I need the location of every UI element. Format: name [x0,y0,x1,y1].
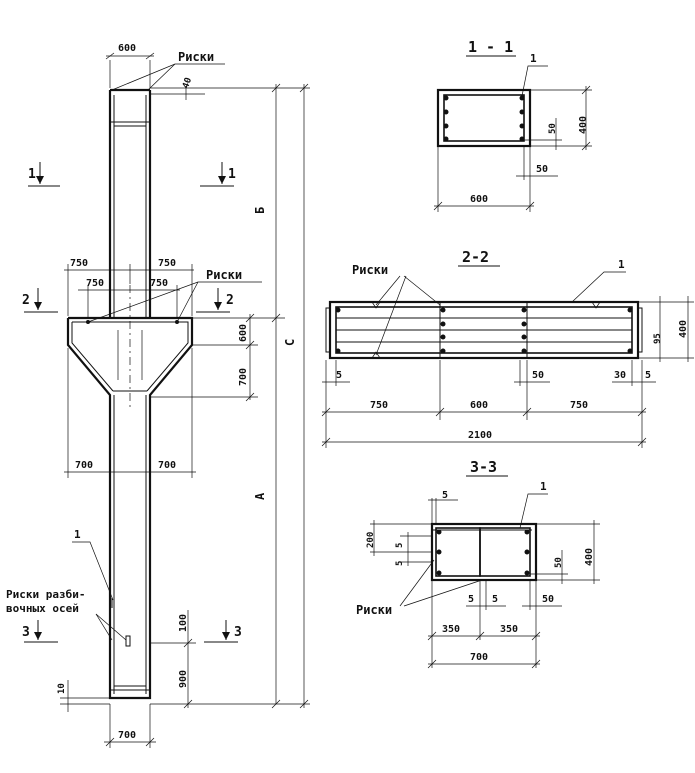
section-3-3: 3-3 1 5 200 5 5 400 50 [356,458,600,669]
dim-haunch-700: 700 [238,368,249,386]
svg-text:2: 2 [22,293,30,308]
section-2-2-dim-50: 50 [532,370,544,381]
dim-bottom-left-700: 700 [75,460,93,471]
section-1-1: 1 - 1 1 400 50 50 600 [433,38,592,212]
section-1-1-rebars [443,95,525,142]
section-1-1-dim-50b: 50 [536,164,548,175]
dim-bottom-900: 900 [178,670,189,688]
section-2-2-rebars [335,307,633,354]
section-2-2-title: 2-2 [462,248,489,266]
section-2-2-dim-750-right: 750 [570,400,588,411]
section-2-2-dim-5-left: 5 [336,370,342,381]
section-1-1-leader: 1 [530,52,537,65]
section-3-3-dim-200: 200 [366,532,376,548]
section-2-2-dim-height: 400 [678,320,689,338]
section-2-2-leader: 1 [618,258,625,271]
section-2-2-dim-95: 95 [653,333,663,344]
section-mark-1-right: 1 [200,162,236,187]
dim-top-width: 600 [118,43,136,54]
section-1-1-title: 1 - 1 [468,38,513,56]
section-2-2-riski: Риски [352,263,388,277]
section-3-3-dim-5-v2: 5 [395,561,405,566]
svg-text:2: 2 [226,293,234,308]
dim-inner-right-750: 750 [150,278,168,289]
section-2-2-dim-5-right: 5 [645,370,651,381]
section-mark-3-left: 3 [22,620,58,643]
column-elevation: 600 Риски 40 Б С А 750 750 750 750 [6,43,310,748]
section-1-1-dim-50a: 50 [548,123,558,134]
dim-bottom-10: 10 [57,683,67,694]
section-mark-3-right: 3 [204,620,242,643]
dim-b: Б [253,207,267,214]
section-2-2-dim-30: 30 [614,370,626,381]
section-1-1-dim-width: 600 [470,194,488,205]
section-3-3-dim-5-top: 5 [442,490,448,501]
section-3-3-dim-5-b2: 5 [492,594,498,605]
svg-text:3: 3 [22,625,30,640]
section-3-3-title: 3-3 [470,458,497,476]
label-riski-top: Риски [178,50,214,64]
section-mark-1-left: 1 [28,162,60,187]
dim-riski-100: 100 [178,614,189,632]
dim-a: А [253,492,267,500]
section-2-2-dim-750-left: 750 [370,400,388,411]
section-3-3-leader: 1 [540,480,547,493]
section-3-3-dim-5-v1: 5 [395,543,405,548]
dim-right-750: 750 [158,258,176,269]
dim-bottom-right-700: 700 [158,460,176,471]
leader-1-elevation: 1 [74,528,81,541]
label-riski-mid: Риски [206,268,242,282]
dim-inner-left-750: 750 [86,278,104,289]
section-3-3-dim-350-left: 350 [442,624,460,635]
label-riski-axes-1: Риски разби- [6,588,85,601]
section-1-1-dim-height: 400 [578,116,589,134]
section-3-3-dim-350-right: 350 [500,624,518,635]
dim-haunch-600: 600 [238,324,249,342]
section-3-3-riski: Риски [356,603,392,617]
svg-text:1: 1 [228,167,236,182]
section-3-3-dim-height: 400 [584,548,595,566]
section-3-3-dim-5-b1: 5 [468,594,474,605]
section-3-3-dim-50-bottom: 50 [542,594,554,605]
section-2-2-dim-600: 600 [470,400,488,411]
section-3-3-dim-width: 700 [470,652,488,663]
svg-text:3: 3 [234,625,242,640]
dim-base-width: 700 [118,730,136,741]
dim-c: С [283,339,297,346]
section-2-2-dim-total: 2100 [468,430,492,441]
section-3-3-dim-50-right: 50 [554,557,564,568]
svg-text:1: 1 [28,167,36,182]
section-2-2: 2-2 Риски 1 95 400 [321,248,694,448]
dim-left-750: 750 [70,258,88,269]
section-mark-2-left: 2 [22,288,58,313]
label-riski-axes-2: вочных осей [6,602,79,615]
dim-top-offset: 40 [181,76,194,90]
section-3-3-rebars [436,529,530,576]
section-mark-2-right: 2 [196,288,234,313]
